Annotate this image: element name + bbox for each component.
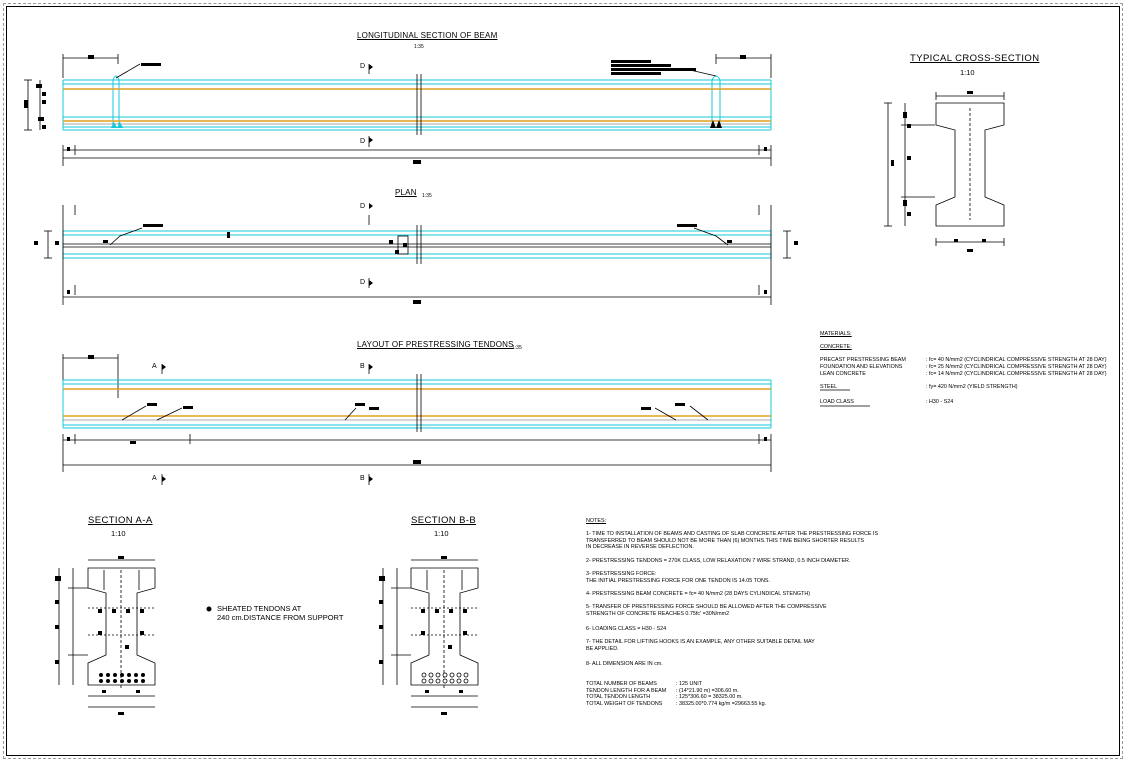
typical-cross-section-drawing — [884, 92, 1005, 246]
note-1-line-1: 1- TIME TO INSTALLATION OF BEAMS AND CAS… — [586, 531, 879, 537]
note-6: 6- LOADING CLASS = H30 - S24 — [586, 626, 667, 632]
section-aa-strands — [99, 673, 145, 683]
note-7-line-2: BE APPLIED. — [586, 645, 619, 652]
note-4: 4- PRESTRESSING BEAM CONCRETE = fc= 40 N… — [586, 591, 811, 597]
note-8: 8- ALL DIMENSION ARE IN cm. — [586, 661, 663, 667]
material-row-3-name: LEAN CONCRETE — [820, 371, 866, 377]
longitudinal-section-scale: 1:35 — [414, 44, 424, 50]
sheated-note-line-2: 240 cm.DISTANCE FROM SUPPORT — [217, 613, 344, 622]
load-class-value: : H30 - S24 — [926, 399, 954, 405]
tendon-length-value: : (14*21.90 m) =306.60 m. — [676, 687, 739, 694]
material-row-1-value: : fc= 40 N/mm2 (CYCLINDRICAL COMPRESSIVE… — [926, 357, 1107, 363]
sheated-note-line-1: SHEATED TENDONS AT — [217, 604, 302, 613]
cut-label-d-top: D — [360, 63, 366, 70]
note-1-line-3: IN DECREASE IN REVERSE DEFLECTION. — [586, 544, 694, 551]
notes-heading: NOTES: — [586, 518, 607, 524]
load-class-label: LOAD CLASS — [820, 399, 854, 405]
note-5: 5- TRANSFER OF PRESTRESSING FORCE SHOULD… — [586, 604, 827, 617]
material-row-2-name: FOUNDATION AND ELEVATIONS — [820, 364, 903, 370]
steel-label: STEEL — [820, 384, 838, 390]
typical-cross-section-title: TYPICAL CROSS-SECTION — [910, 53, 1040, 64]
longitudinal-section-marks — [24, 55, 767, 164]
total-beams-label: TOTAL NUMBER OF BEAMS — [586, 681, 657, 687]
total-beams-value: : 125 UNIT — [676, 681, 703, 687]
tendon-layout-drawing — [62, 354, 772, 485]
longitudinal-section-title: LONGITUDINAL SECTION OF BEAM — [357, 31, 498, 40]
total-tendon-length-value: : 125*306.60 = 38325.00 m. — [676, 694, 743, 701]
note-1-line-2: TRANSFERRED TO BEAM SHOULD NOT BE MORE T… — [586, 537, 865, 544]
typical-cross-section-marks — [891, 91, 986, 252]
material-row-2-value: : fc= 25 N/mm2 (CYCLINDRICAL COMPRESSIVE… — [926, 364, 1107, 370]
section-bb-strands — [421, 672, 469, 684]
section-bb-scale: 1:10 — [434, 529, 449, 538]
note-3-line-1: 3- PRESTRESSING FORCE: — [586, 571, 657, 577]
tendon-layout-scale: 1:35 — [512, 345, 522, 351]
totals-labels: TOTAL NUMBER OF BEAMS TENDON LENGTH FOR … — [586, 681, 666, 707]
note-3-line-2: THE INITIAL PRESTRESSING FORCE FOR ONE T… — [586, 577, 771, 584]
sheated-tendons-note: SHEATED TENDONS AT 240 cm.DISTANCE FROM … — [217, 604, 343, 622]
section-cut-arrows — [162, 64, 373, 482]
plan-cut-label-bottom: D — [360, 279, 366, 286]
plan-title: PLAN — [395, 188, 417, 197]
note-5-line-1: 5- TRANSFER OF PRESTRESSING FORCE SHOULD… — [586, 604, 827, 610]
note-1: 1- TIME TO INSTALLATION OF BEAMS AND CAS… — [586, 531, 878, 551]
cut-label-d-bottom: D — [360, 138, 366, 145]
section-bb-title: SECTION B-B — [411, 515, 477, 526]
note-3: 3- PRESTRESSING FORCE: THE INITIAL PREST… — [586, 571, 770, 584]
note-5-line-2: STRENGTH OF CONCRETE REACHES 0.75fc' =30… — [586, 610, 730, 617]
tendon-layout-title: LAYOUT OF PRESTRESSING TENDONS — [357, 340, 514, 349]
totals-values: : 125 UNIT : (14*21.90 m) =306.60 m. : 1… — [676, 681, 766, 707]
steel-value: : fy= 420 N/mm2 (YIELD STRENGTH) — [926, 384, 1018, 390]
cut-label-b-top: B — [360, 363, 365, 370]
plan-cut-label-top: D — [360, 203, 366, 210]
materials-heading: MATERIALS: — [820, 331, 852, 337]
plan-drawing — [44, 205, 791, 305]
typical-cross-section-scale: 1:10 — [960, 68, 975, 77]
material-row-3-value: : fc= 14 N/mm2 (CYCLINDRICAL COMPRESSIVE… — [926, 371, 1107, 377]
sheet-inner-border — [6, 6, 1120, 756]
tendon-layout-marks — [67, 355, 767, 464]
note-7: 7- THE DETAIL FOR LIFTING HOOKS IS AN EX… — [586, 639, 815, 652]
section-aa-scale: 1:10 — [111, 529, 126, 538]
material-row-1-name: PRECAST PRESTRESSING BEAM — [820, 357, 906, 363]
cut-label-a-bottom: A — [152, 475, 157, 482]
sheet-outer-border — [3, 3, 1123, 759]
cut-label-a-top: A — [152, 363, 157, 370]
section-aa-drawing — [58, 559, 156, 708]
tendon-length-label: TENDON LENGTH FOR A BEAM — [586, 687, 667, 694]
concrete-heading: CONCRETE: — [820, 344, 852, 350]
plan-scale: 1:35 — [422, 193, 432, 199]
section-aa-marks — [55, 556, 144, 715]
cut-label-b-bottom: B — [360, 475, 365, 482]
note-7-line-1: 7- THE DETAIL FOR LIFTING HOOKS IS AN EX… — [586, 639, 815, 645]
note-2: 2- PRESTRESSING TENDONS = 270K CLASS, LO… — [586, 558, 851, 564]
total-weight-value: : 38325.00*0.774 kg/m =29663.55 kg. — [676, 700, 767, 707]
section-aa-title: SECTION A-A — [88, 515, 153, 526]
total-weight-label: TOTAL WEIGHT OF TENDONS — [586, 700, 663, 707]
section-bb-drawing — [382, 559, 479, 708]
total-tendon-length-label: TOTAL TENDON LENGTH — [586, 694, 651, 701]
plan-marks — [34, 224, 798, 304]
materials-underlines — [820, 389, 870, 407]
bullet-icon — [206, 606, 212, 612]
section-bb-marks — [379, 556, 467, 715]
